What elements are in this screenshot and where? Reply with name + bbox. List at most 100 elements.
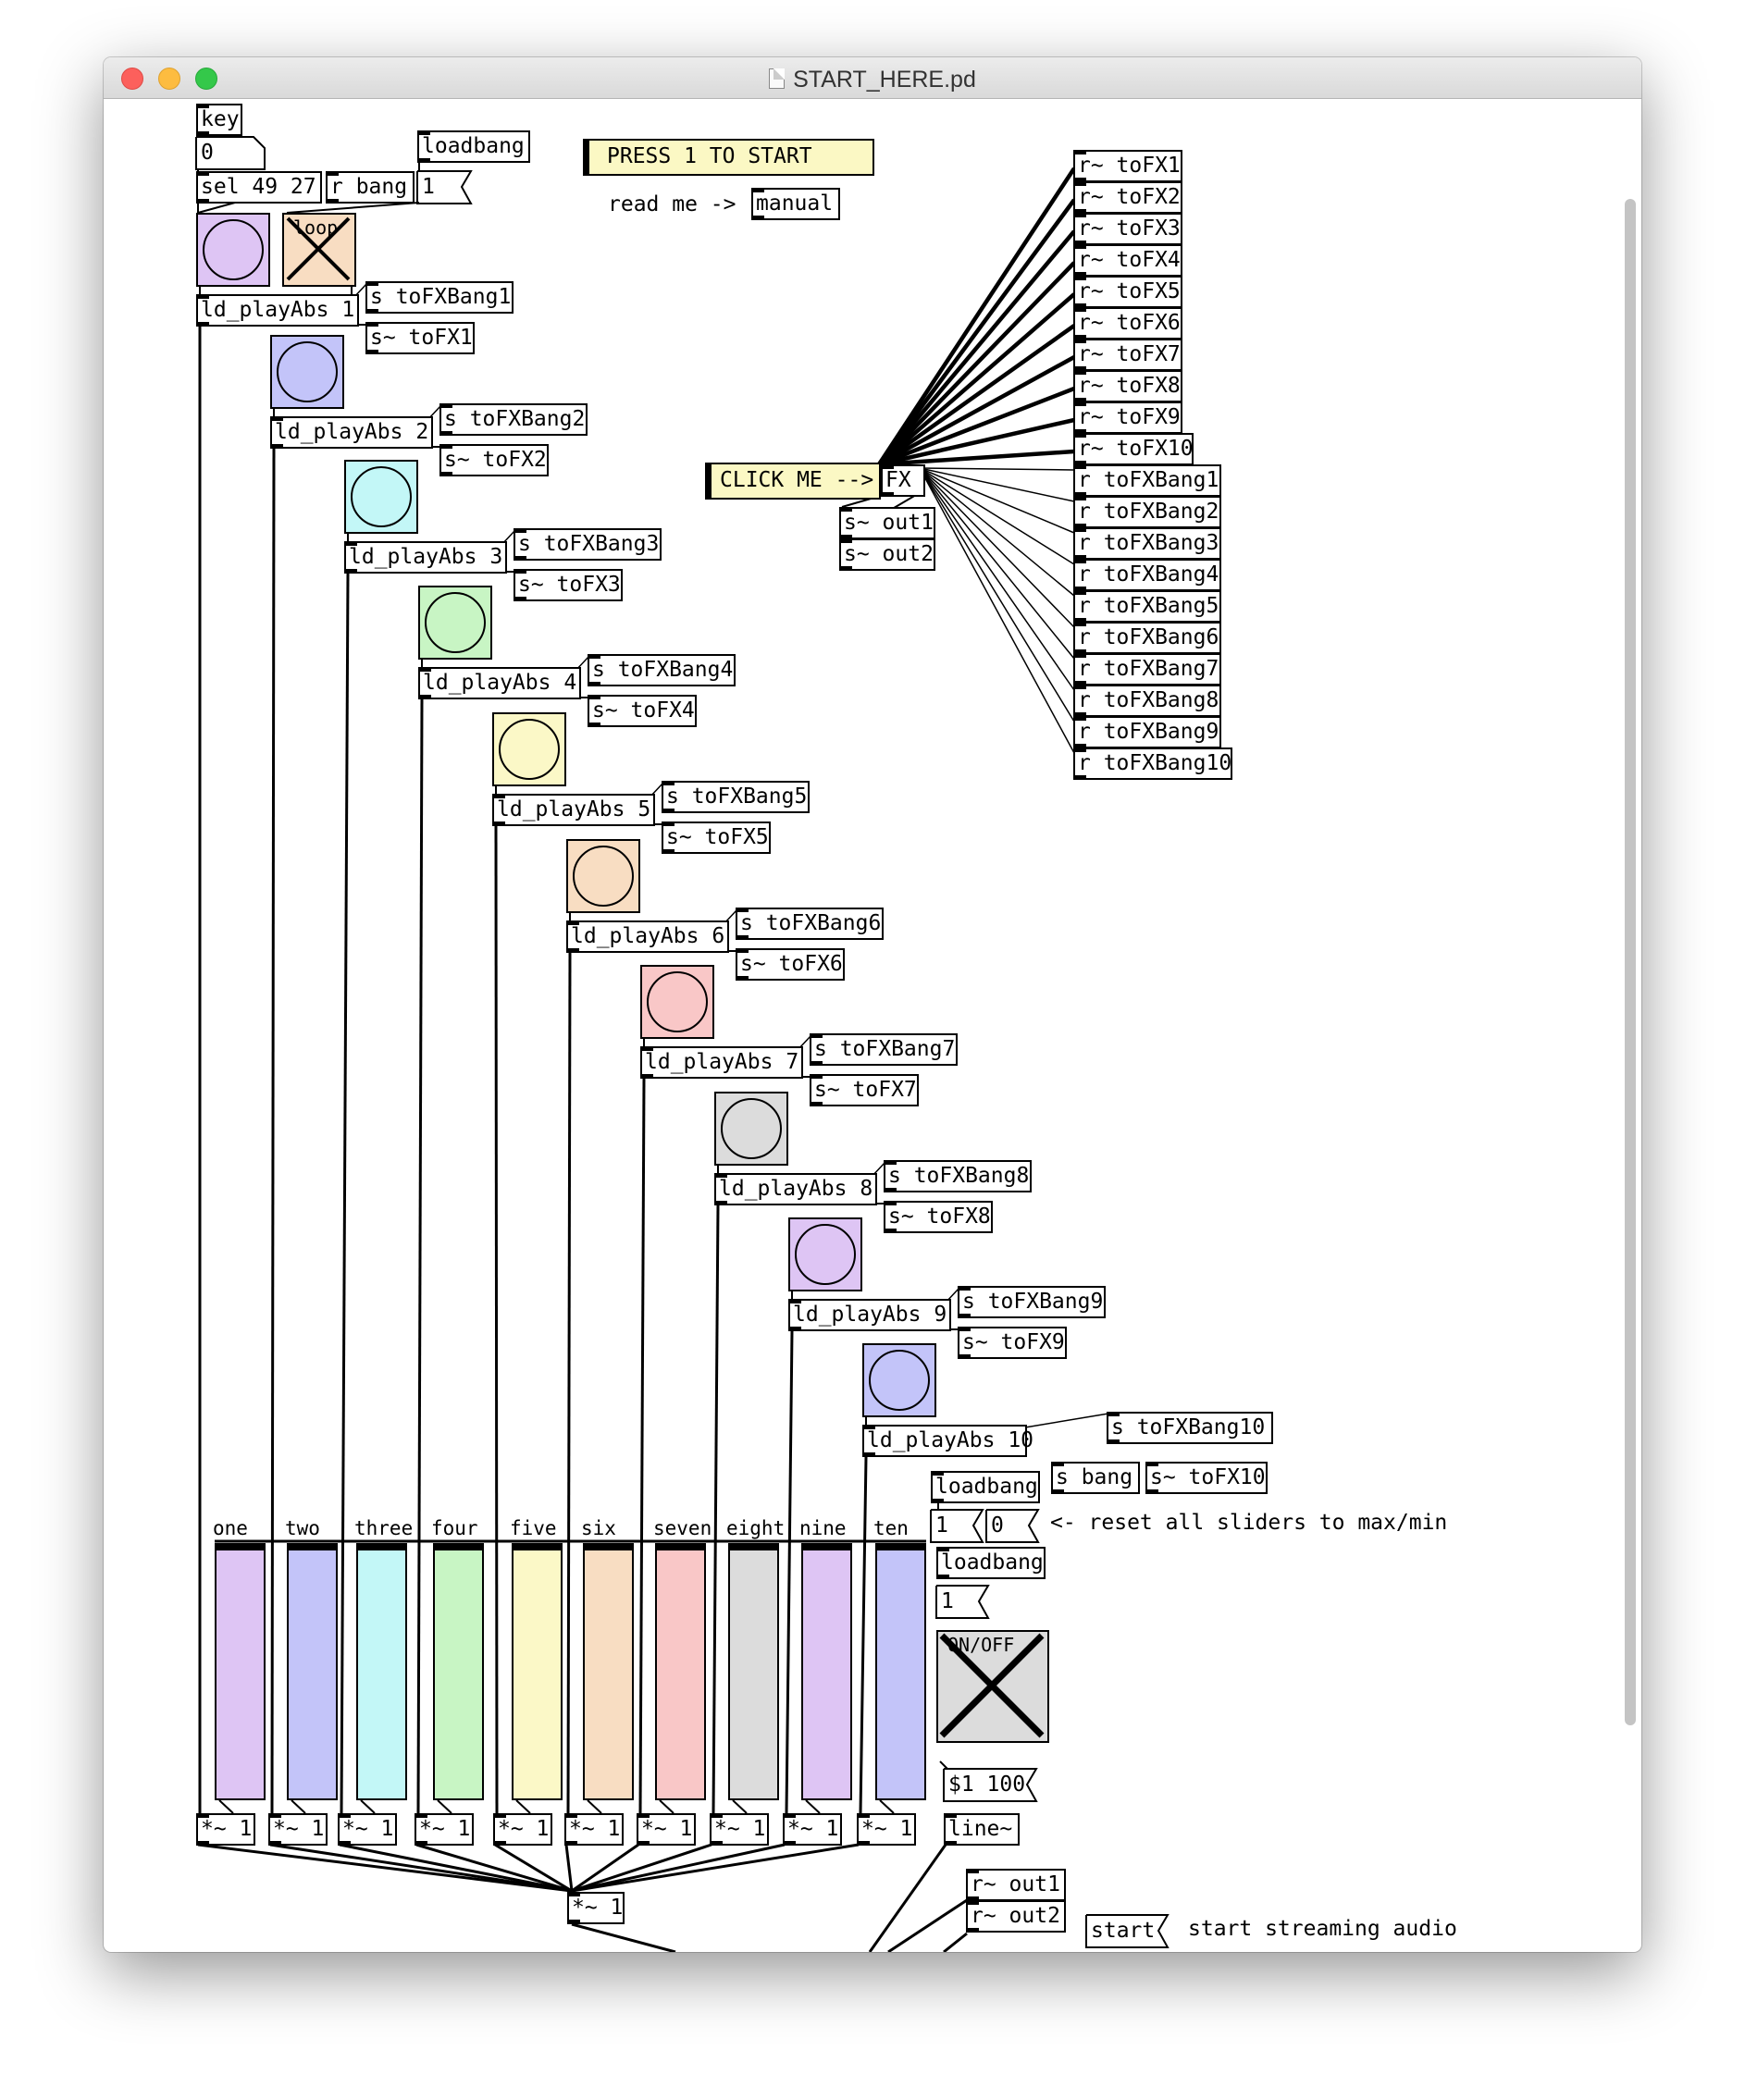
player-10-object[interactable]: ld_playAbs 10 xyxy=(862,1425,1033,1457)
player-6-bang[interactable] xyxy=(566,839,640,913)
receiver-7[interactable]: r~ toFX7 xyxy=(1073,339,1182,371)
receiver-12[interactable]: r toFXBang2 xyxy=(1073,496,1221,528)
player-10-bang-send[interactable]: s toFXBang10 xyxy=(1107,1412,1273,1444)
player-3-signal-send[interactable]: s~ toFX3 xyxy=(514,569,623,601)
mult-7[interactable]: *~ 1 xyxy=(637,1813,696,1846)
player-6-signal-send[interactable]: s~ toFX6 xyxy=(736,948,845,981)
slider-four[interactable] xyxy=(433,1543,484,1800)
player-2-bang-send[interactable]: s toFXBang2 xyxy=(439,403,588,436)
player-9-signal-send[interactable]: s~ toFX9 xyxy=(958,1327,1067,1359)
player-3-object[interactable]: ld_playAbs 3 xyxy=(344,541,507,574)
receiver-8[interactable]: r~ toFX8 xyxy=(1073,370,1182,402)
slider-handle[interactable] xyxy=(657,1545,704,1550)
player-1-object[interactable]: ld_playAbs 1 xyxy=(196,294,359,327)
start-bang[interactable] xyxy=(196,213,270,287)
player-9-bang[interactable] xyxy=(788,1217,862,1291)
slider-handle[interactable] xyxy=(585,1545,632,1550)
player-7-object[interactable]: ld_playAbs 7 xyxy=(640,1046,803,1079)
start-message[interactable]: start xyxy=(1085,1914,1170,1948)
slider-nine[interactable] xyxy=(801,1543,852,1800)
max-message[interactable]: 1 xyxy=(930,1509,984,1543)
player-3-bang-send[interactable]: s toFXBang3 xyxy=(514,528,662,561)
line-object[interactable]: line~ xyxy=(944,1813,1020,1846)
player-1-signal-send[interactable]: s~ toFX1 xyxy=(365,322,475,354)
receiver-3[interactable]: r~ toFX3 xyxy=(1073,213,1182,245)
mult-1[interactable]: *~ 1 xyxy=(196,1813,255,1846)
slider-handle[interactable] xyxy=(730,1545,777,1550)
player-7-bang[interactable] xyxy=(640,965,714,1039)
slider-seven[interactable] xyxy=(655,1543,706,1800)
slider-handle[interactable] xyxy=(435,1545,482,1550)
player-1-bang-send[interactable]: s toFXBang1 xyxy=(365,281,514,314)
minimize-button[interactable] xyxy=(158,68,180,90)
min-message[interactable]: 0 xyxy=(985,1509,1040,1543)
slider-handle[interactable] xyxy=(803,1545,850,1550)
receiver-11[interactable]: r toFXBang1 xyxy=(1073,464,1221,497)
receiver-2[interactable]: r~ toFX2 xyxy=(1073,181,1182,214)
slider-handle[interactable] xyxy=(877,1545,924,1550)
mult-2[interactable]: *~ 1 xyxy=(268,1813,328,1846)
one-message[interactable]: 1 xyxy=(416,170,473,204)
receiver-18[interactable]: r toFXBang8 xyxy=(1073,685,1221,717)
receiver-13[interactable]: r toFXBang3 xyxy=(1073,527,1221,560)
receiver-10[interactable]: r~ toFX10 xyxy=(1073,433,1194,465)
player-2-object[interactable]: ld_playAbs 2 xyxy=(270,416,433,449)
mult-10[interactable]: *~ 1 xyxy=(857,1813,916,1846)
slider-three[interactable] xyxy=(356,1543,407,1800)
player-4-object[interactable]: ld_playAbs 4 xyxy=(418,667,581,699)
receiver-15[interactable]: r toFXBang5 xyxy=(1073,590,1221,623)
slider-two[interactable] xyxy=(287,1543,338,1800)
receiver-16[interactable]: r toFXBang6 xyxy=(1073,622,1221,654)
player-5-object[interactable]: ld_playAbs 5 xyxy=(492,794,655,826)
out1-send[interactable]: s~ out1 xyxy=(839,507,935,539)
slider-handle[interactable] xyxy=(289,1545,336,1550)
ramp-message[interactable]: $1 100 xyxy=(943,1768,1038,1802)
r-out2[interactable]: r~ out2 xyxy=(966,1900,1066,1933)
player-4-signal-send[interactable]: s~ toFX4 xyxy=(588,695,697,727)
loadbang-2[interactable]: loadbang xyxy=(936,1547,1046,1579)
receiver-6[interactable]: r~ toFX6 xyxy=(1073,307,1182,340)
mult-3[interactable]: *~ 1 xyxy=(338,1813,397,1846)
s-tofx10-send[interactable]: s~ toFX10 xyxy=(1145,1462,1268,1494)
player-7-bang-send[interactable]: s toFXBang7 xyxy=(810,1033,958,1066)
player-3-bang[interactable] xyxy=(344,460,418,534)
player-10-bang[interactable] xyxy=(862,1343,936,1417)
onoff-toggle[interactable]: ON/OFF xyxy=(936,1630,1049,1743)
player-9-bang-send[interactable]: s toFXBang9 xyxy=(958,1286,1106,1318)
player-8-bang[interactable] xyxy=(714,1092,788,1166)
player-5-bang[interactable] xyxy=(492,712,566,786)
player-7-signal-send[interactable]: s~ toFX7 xyxy=(810,1074,919,1106)
player-4-bang-send[interactable]: s toFXBang4 xyxy=(588,654,736,686)
player-5-signal-send[interactable]: s~ toFX5 xyxy=(662,821,771,854)
loadbang-object[interactable]: loadbang xyxy=(417,130,530,163)
player-8-object[interactable]: ld_playAbs 8 xyxy=(714,1173,877,1205)
sum-mult[interactable]: *~ 1 xyxy=(567,1892,625,1924)
player-2-bang[interactable] xyxy=(270,335,344,409)
vertical-scrollbar[interactable] xyxy=(1625,199,1636,1725)
one-message-2[interactable]: 1 xyxy=(935,1585,990,1619)
receiver-19[interactable]: r toFXBang9 xyxy=(1073,716,1221,748)
receiver-9[interactable]: r~ toFX9 xyxy=(1073,401,1182,434)
slider-ten[interactable] xyxy=(875,1543,926,1800)
mult-6[interactable]: *~ 1 xyxy=(564,1813,624,1846)
slider-handle[interactable] xyxy=(514,1545,561,1550)
receiver-4[interactable]: r~ toFX4 xyxy=(1073,244,1182,277)
slider-handle[interactable] xyxy=(217,1545,264,1550)
mult-9[interactable]: *~ 1 xyxy=(783,1813,842,1846)
receiver-17[interactable]: r toFXBang7 xyxy=(1073,653,1221,686)
player-6-object[interactable]: ld_playAbs 6 xyxy=(566,920,729,953)
receiver-5[interactable]: r~ toFX5 xyxy=(1073,276,1182,308)
slider-six[interactable] xyxy=(583,1543,634,1800)
slider-five[interactable] xyxy=(512,1543,563,1800)
close-button[interactable] xyxy=(121,68,143,90)
r-out1[interactable]: r~ out1 xyxy=(966,1869,1066,1901)
loadbang-reset[interactable]: loadbang xyxy=(931,1471,1040,1503)
receiver-14[interactable]: r toFXBang4 xyxy=(1073,559,1221,591)
slider-eight[interactable] xyxy=(728,1543,779,1800)
player-8-signal-send[interactable]: s~ toFX8 xyxy=(884,1201,993,1233)
mult-4[interactable]: *~ 1 xyxy=(415,1813,474,1846)
manual-object[interactable]: manual xyxy=(751,188,840,220)
key-object[interactable]: key xyxy=(196,104,242,136)
loop-toggle[interactable]: loop xyxy=(282,213,356,287)
